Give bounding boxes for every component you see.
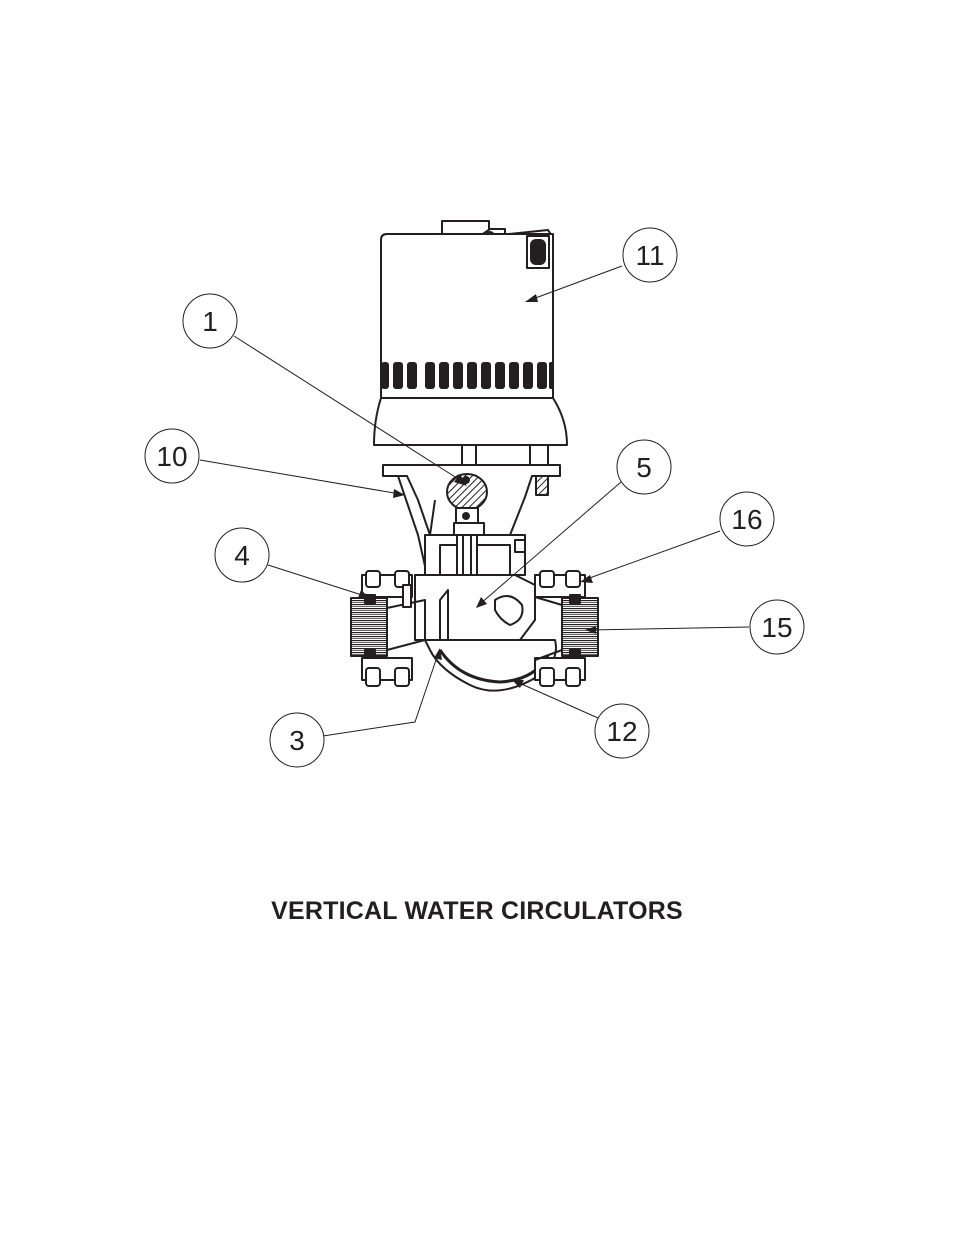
- callout-4: 4: [215, 528, 269, 582]
- leader-4: [268, 565, 365, 596]
- pump-assembly: [351, 221, 598, 691]
- callout-3-label: 3: [289, 725, 305, 756]
- diagram-title: VERTICAL WATER CIRCULATORS: [0, 897, 954, 926]
- callout-12: 12: [595, 704, 649, 758]
- callout-11: 11: [623, 228, 677, 282]
- callout-10-label: 10: [156, 441, 187, 472]
- callout-15: 15: [750, 600, 804, 654]
- leader-15: [590, 627, 749, 630]
- callout-12-label: 12: [606, 716, 637, 747]
- callout-16-label: 16: [731, 504, 762, 535]
- callout-5-label: 5: [636, 452, 652, 483]
- pump-body: [415, 575, 535, 640]
- callout-5: 5: [617, 440, 671, 494]
- right-flange: [535, 571, 598, 686]
- leader-10: [200, 460, 400, 494]
- coupling: [447, 474, 487, 535]
- motor: [374, 221, 567, 445]
- callout-11-label: 11: [635, 240, 664, 271]
- callout-10: 10: [145, 429, 199, 483]
- callout-4-label: 4: [234, 540, 250, 571]
- callout-3: 3: [270, 713, 324, 767]
- left-flange: [351, 571, 425, 686]
- callout-1-label: 1: [202, 306, 218, 337]
- leader-12: [517, 682, 598, 718]
- callout-1: 1: [183, 294, 237, 348]
- callout-16: 16: [720, 492, 774, 546]
- callout-15-label: 15: [761, 612, 792, 643]
- leader-16: [584, 531, 720, 580]
